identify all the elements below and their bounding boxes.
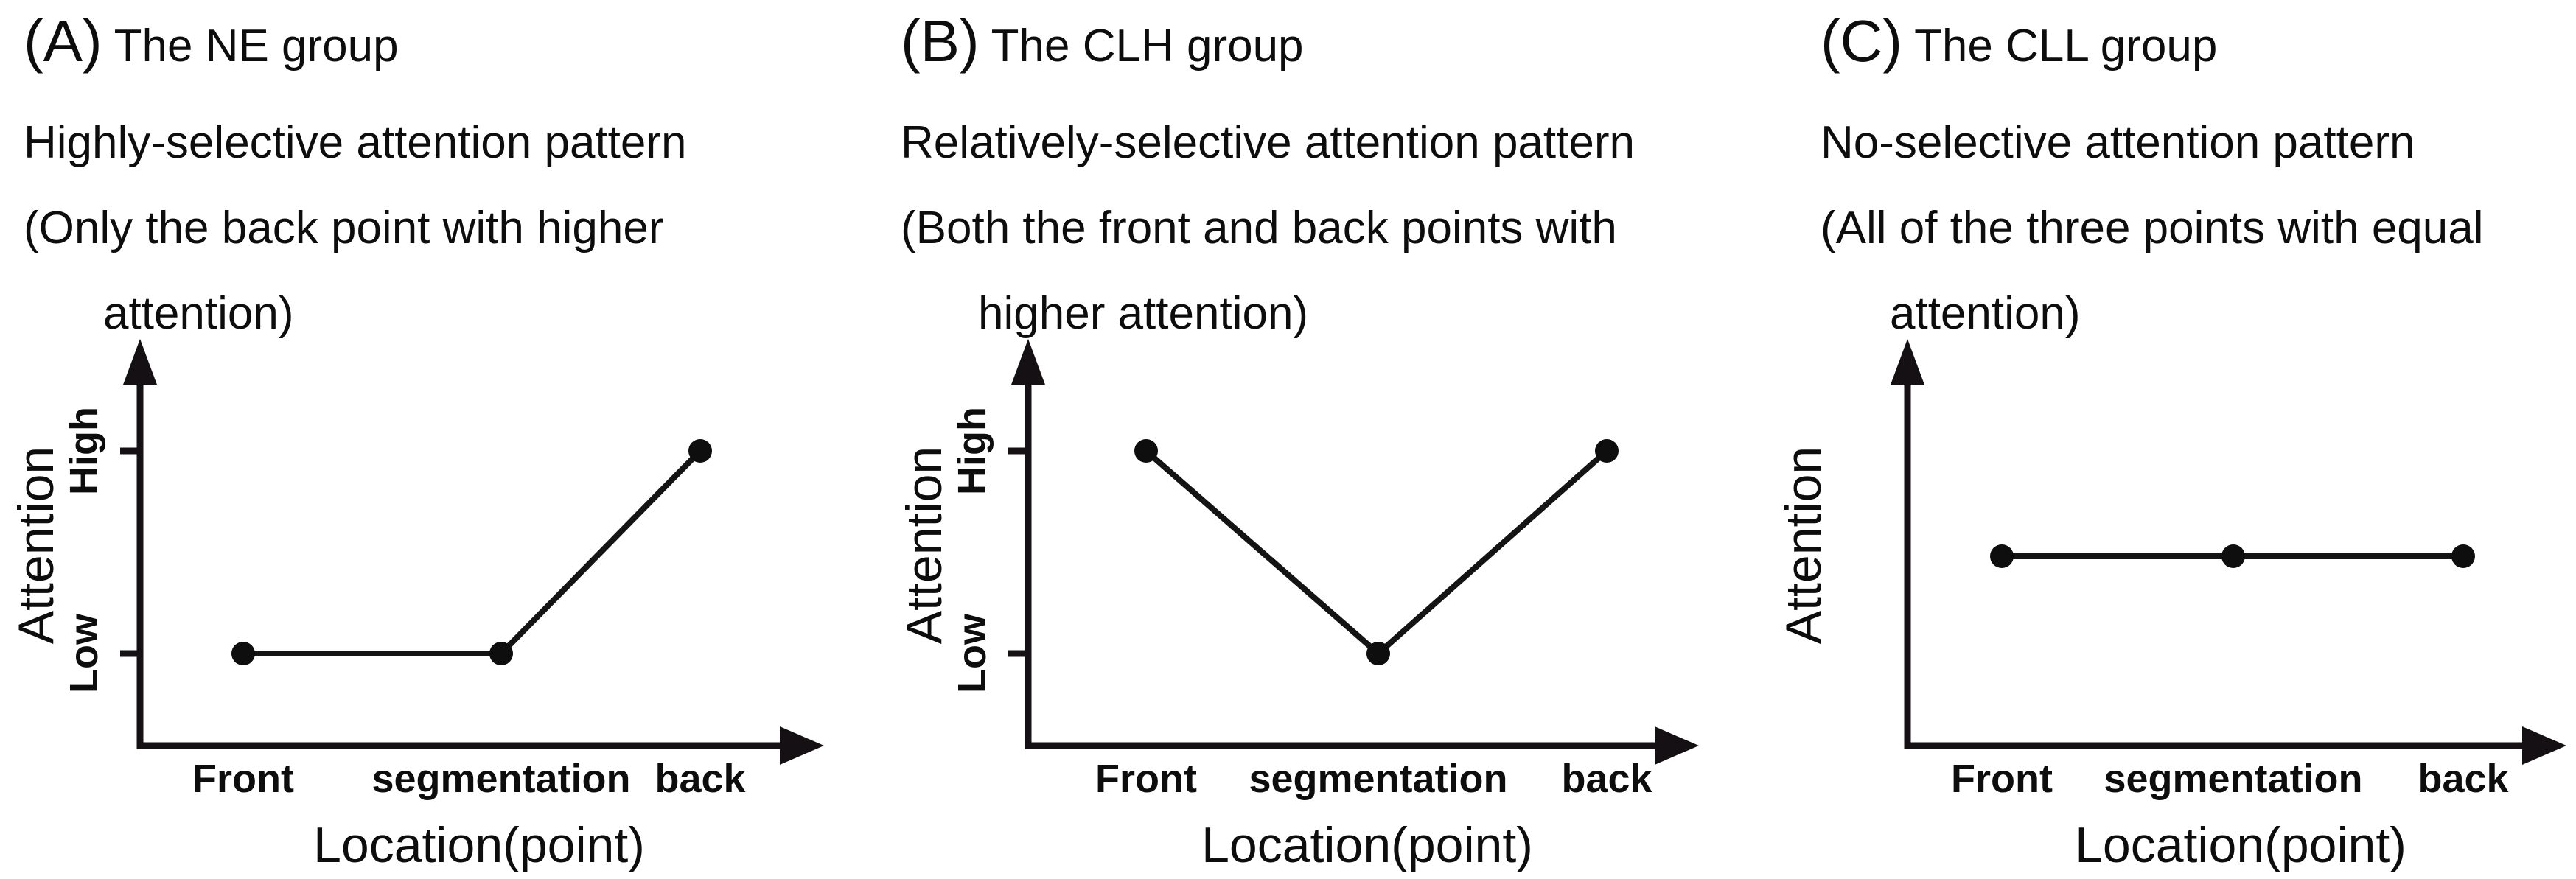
note-line-1: (Only the back point with higher xyxy=(24,203,664,253)
pattern-description: Relatively-selective attention pattern xyxy=(901,117,1635,168)
attention-chart-b: High Low Attention Front segmentation ba… xyxy=(896,339,1699,873)
data-point-segmentation xyxy=(489,642,513,665)
data-series xyxy=(231,439,712,665)
panel-title: (B)The CLH group xyxy=(901,6,1304,82)
attention-line xyxy=(1144,448,1609,658)
y-tick-label-low: Low xyxy=(950,613,994,693)
data-point-front xyxy=(1134,439,1158,463)
panel-c: (C)The CLL group No-selective attention … xyxy=(1717,0,2576,879)
y-axis-arrowhead-icon xyxy=(1011,339,1045,385)
panel-title: (C)The CLL group xyxy=(1821,6,2217,82)
panel-group-name: The CLL group xyxy=(1914,21,2218,71)
x-tick-label-segmentation: segmentation xyxy=(1249,757,1507,801)
x-axis-label: Location(point) xyxy=(1201,817,1533,873)
y-tick-label-high: High xyxy=(62,407,106,495)
x-tick-label-back: back xyxy=(655,757,746,801)
y-axis-label: Attention xyxy=(8,446,64,644)
x-tick-label-back: back xyxy=(1561,757,1652,801)
data-point-back xyxy=(2451,544,2475,568)
x-tick-label-front: Front xyxy=(192,757,294,801)
panel-group-name: The NE group xyxy=(114,21,399,71)
panel-letter: (B) xyxy=(901,8,980,74)
panel-group-name: The CLH group xyxy=(991,21,1304,71)
pattern-description: Highly-selective attention pattern xyxy=(24,117,687,168)
x-tick-label-segmentation: segmentation xyxy=(2104,757,2362,801)
x-axis-arrowhead-icon xyxy=(2522,726,2566,765)
data-point-segmentation xyxy=(1366,642,1390,665)
note-line-1: (All of the three points with equal xyxy=(1821,203,2484,253)
y-tick-label-high: High xyxy=(950,407,994,495)
x-tick-label-back: back xyxy=(2418,757,2509,801)
data-point-back xyxy=(688,439,712,463)
attention-chart-c: Attention Front segmentation back Locati… xyxy=(1776,339,2566,873)
data-series xyxy=(1990,544,2475,568)
panel-letter: (A) xyxy=(24,8,102,74)
y-tick-label-low: Low xyxy=(62,613,106,693)
x-axis-arrowhead-icon xyxy=(780,726,824,765)
y-axis-arrowhead-icon xyxy=(1891,339,1924,385)
note-line-2: attention) xyxy=(103,288,294,339)
panel-a: (A)The NE group Highly-selective attenti… xyxy=(0,0,859,879)
x-axis-label: Location(point) xyxy=(2075,817,2406,873)
data-series xyxy=(1134,439,1619,665)
x-axis-label: Location(point) xyxy=(313,817,645,873)
panel-letter: (C) xyxy=(1821,8,1903,74)
data-point-segmentation xyxy=(2221,544,2245,568)
y-axis-arrowhead-icon xyxy=(123,339,157,385)
pattern-description: No-selective attention pattern xyxy=(1821,117,2415,168)
note-line-2: higher attention) xyxy=(978,288,1309,339)
attention-chart-a: High Low Attention Front segmentation ba… xyxy=(8,339,824,873)
data-point-front xyxy=(1990,544,2014,568)
data-point-back xyxy=(1595,439,1619,463)
x-tick-label-front: Front xyxy=(1951,757,2053,801)
x-axis-arrowhead-icon xyxy=(1655,726,1699,765)
data-point-front xyxy=(231,642,255,665)
note-line-1: (Both the front and back points with xyxy=(901,203,1617,253)
panel-title: (A)The NE group xyxy=(24,6,399,82)
panel-b: (B)The CLH group Relatively-selective at… xyxy=(859,0,1717,879)
x-tick-label-front: Front xyxy=(1095,757,1197,801)
note-line-2: attention) xyxy=(1890,288,2081,339)
x-tick-label-segmentation: segmentation xyxy=(371,757,630,801)
y-axis-label: Attention xyxy=(896,446,952,644)
attention-line xyxy=(243,449,702,656)
y-axis-label: Attention xyxy=(1776,446,1832,644)
